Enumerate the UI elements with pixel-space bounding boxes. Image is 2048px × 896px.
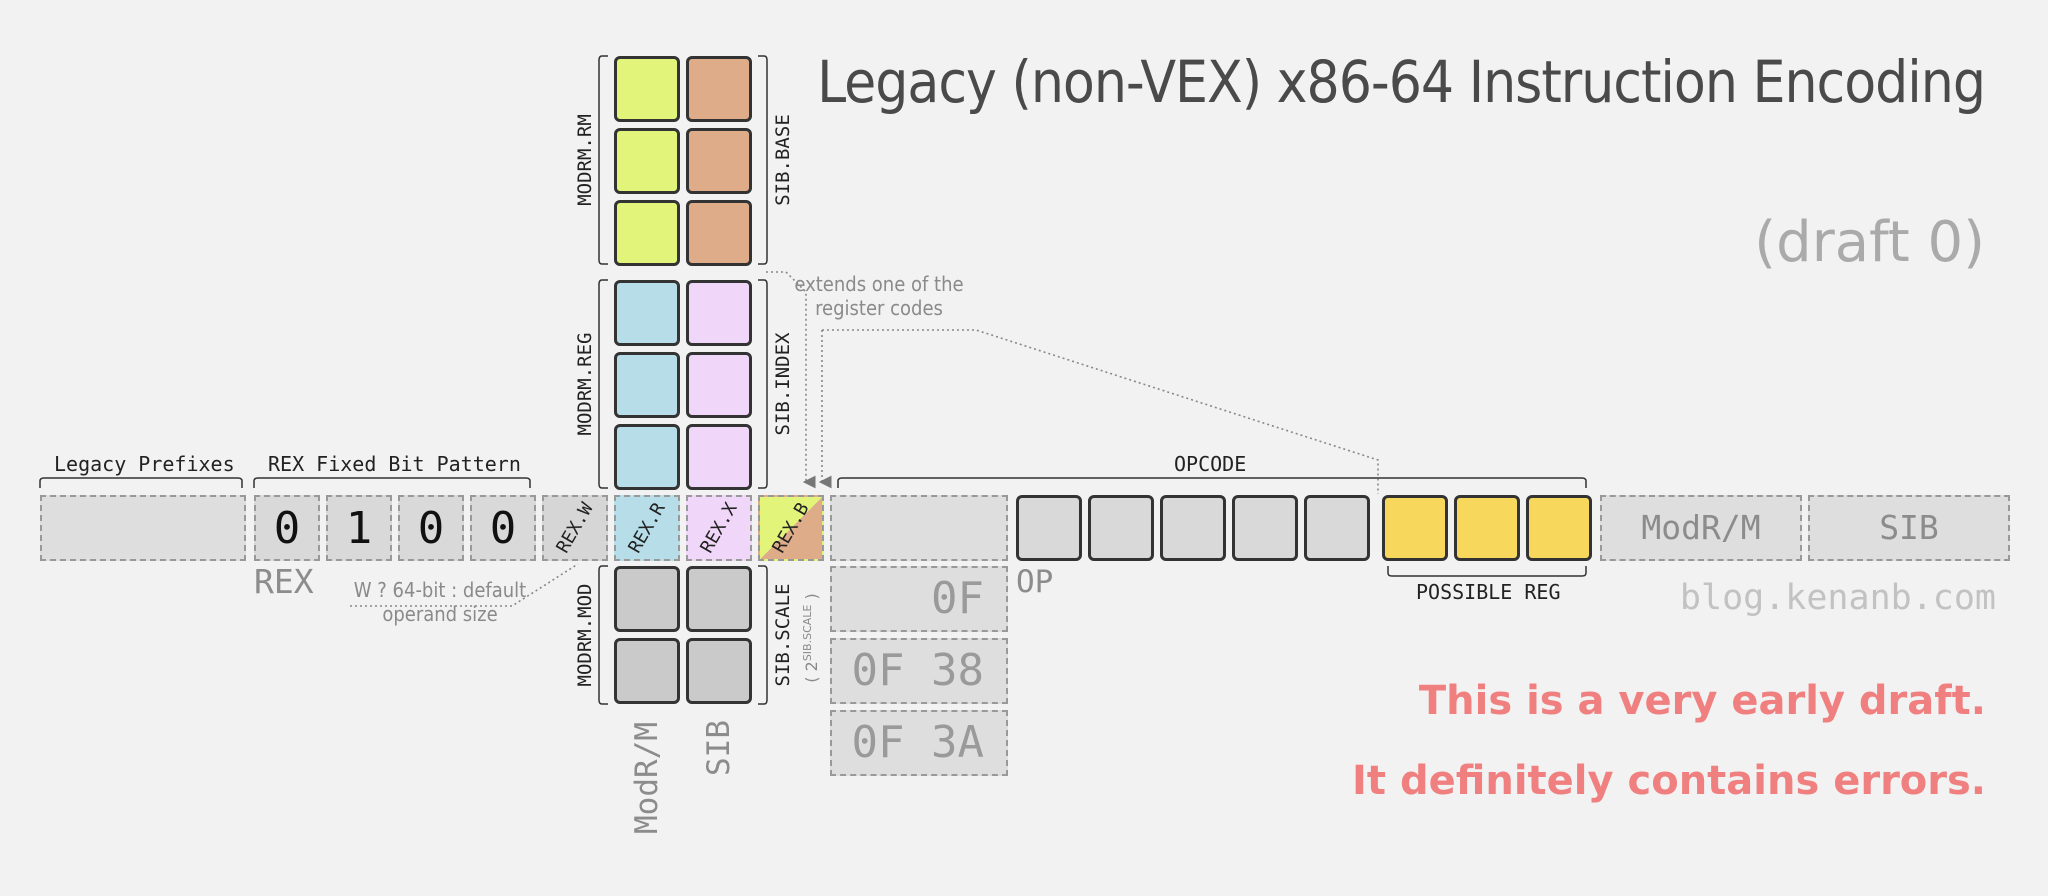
dotted-connectors	[350, 271, 1379, 607]
opcode-escape-box	[830, 495, 1008, 561]
extends-note-line-2: register codes	[815, 296, 943, 320]
escape-0f-3a: 0F 3A	[830, 710, 1008, 776]
rex-w-note-line-2: operand size	[382, 602, 498, 626]
sib-base-label: SIB.BASE	[772, 114, 794, 206]
rex-bit-3: 0	[470, 495, 536, 561]
sib-scale-formula-open: ( 2	[802, 661, 822, 683]
modrm-box: ModR/M	[1600, 495, 1802, 561]
brackets	[39, 55, 1587, 705]
modrm-vertical-label: ModR/M	[629, 722, 665, 834]
sib-vertical-label: SIB	[701, 720, 737, 776]
sib-base-bit	[686, 200, 752, 266]
modrm-reg-label: MODRM.REG	[574, 332, 596, 436]
rex-w-note: W ? 64-bit : default operand size	[340, 578, 540, 626]
site-url: blog.kenanb.com	[1679, 578, 1996, 618]
rex-w-note-line-1: W ? 64-bit : default	[353, 578, 527, 602]
opcode-reg-bit	[1382, 495, 1448, 561]
extends-note-line-1: extends one of the	[794, 272, 964, 296]
sib-scale-formula-close: )	[802, 593, 822, 605]
escape-0f: 0F	[830, 566, 1008, 632]
sib-base-bit	[686, 128, 752, 194]
legacy-prefixes-label: Legacy Prefixes	[54, 452, 235, 476]
sib-scale-formula: ( 2SIB.SCALE )	[801, 593, 821, 682]
rex-w-field: REX.W	[542, 495, 608, 561]
rex-x-field: REX.X	[686, 495, 752, 561]
rex-bit-0: 0	[254, 495, 320, 561]
rex-bit-1: 1	[326, 495, 392, 561]
opcode-bit	[1016, 495, 1082, 561]
extends-note: extends one of the register codes	[784, 272, 974, 320]
opcode-label: OPCODE	[1174, 452, 1247, 476]
sib-box: SIB	[1808, 495, 2010, 561]
sib-scale-formula-sup: SIB.SCALE	[800, 604, 814, 662]
modrm-mod-label: MODRM.MOD	[574, 583, 596, 687]
op-label: OP	[1016, 564, 1054, 600]
modrm-reg-bit	[614, 280, 680, 346]
escape-0f-38: 0F 38	[830, 638, 1008, 704]
rex-bit-2: 0	[398, 495, 464, 561]
rex-r-field: REX.R	[614, 495, 680, 561]
modrm-rm-bit	[614, 128, 680, 194]
sib-scale-label: SIB.SCALE	[772, 583, 794, 687]
sib-index-label: SIB.INDEX	[772, 332, 794, 436]
rex-b-label: REX.B	[768, 499, 814, 557]
rex-fixed-bit-pattern-label: REX Fixed Bit Pattern	[268, 452, 521, 476]
possible-reg-label: POSSIBLE REG	[1416, 580, 1561, 604]
rex-x-label: REX.X	[696, 499, 742, 557]
modrm-rm-bit	[614, 56, 680, 122]
sib-scale-bit	[686, 638, 752, 704]
modrm-reg-bit	[614, 424, 680, 490]
opcode-reg-bit	[1454, 495, 1520, 561]
rex-b-field: REX.B	[758, 495, 824, 561]
rex-r-label: REX.R	[624, 499, 670, 557]
opcode-bit	[1088, 495, 1154, 561]
rex-w-label: REX.W	[552, 499, 598, 557]
page-title: Legacy (non-VEX) x86-64 Instruction Enco…	[817, 48, 1986, 116]
opcode-reg-bit	[1526, 495, 1592, 561]
modrm-rm-label: MODRM.RM	[574, 114, 596, 206]
modrm-mod-bit	[614, 638, 680, 704]
modrm-mod-bit	[614, 566, 680, 632]
modrm-rm-bit	[614, 200, 680, 266]
sib-index-bit	[686, 280, 752, 346]
rex-label: REX	[254, 562, 314, 601]
sib-scale-bit	[686, 566, 752, 632]
warning-line-2: It definitely contains errors.	[1352, 758, 1986, 804]
opcode-bit	[1160, 495, 1226, 561]
sib-index-bit	[686, 424, 752, 490]
legacy-prefixes-box	[40, 495, 246, 561]
modrm-reg-bit	[614, 352, 680, 418]
sib-base-bit	[686, 56, 752, 122]
opcode-bit	[1232, 495, 1298, 561]
opcode-bit	[1304, 495, 1370, 561]
warning-line-1: This is a very early draft.	[1418, 678, 1986, 724]
sib-index-bit	[686, 352, 752, 418]
draft-label: (draft 0)	[1754, 210, 1985, 275]
